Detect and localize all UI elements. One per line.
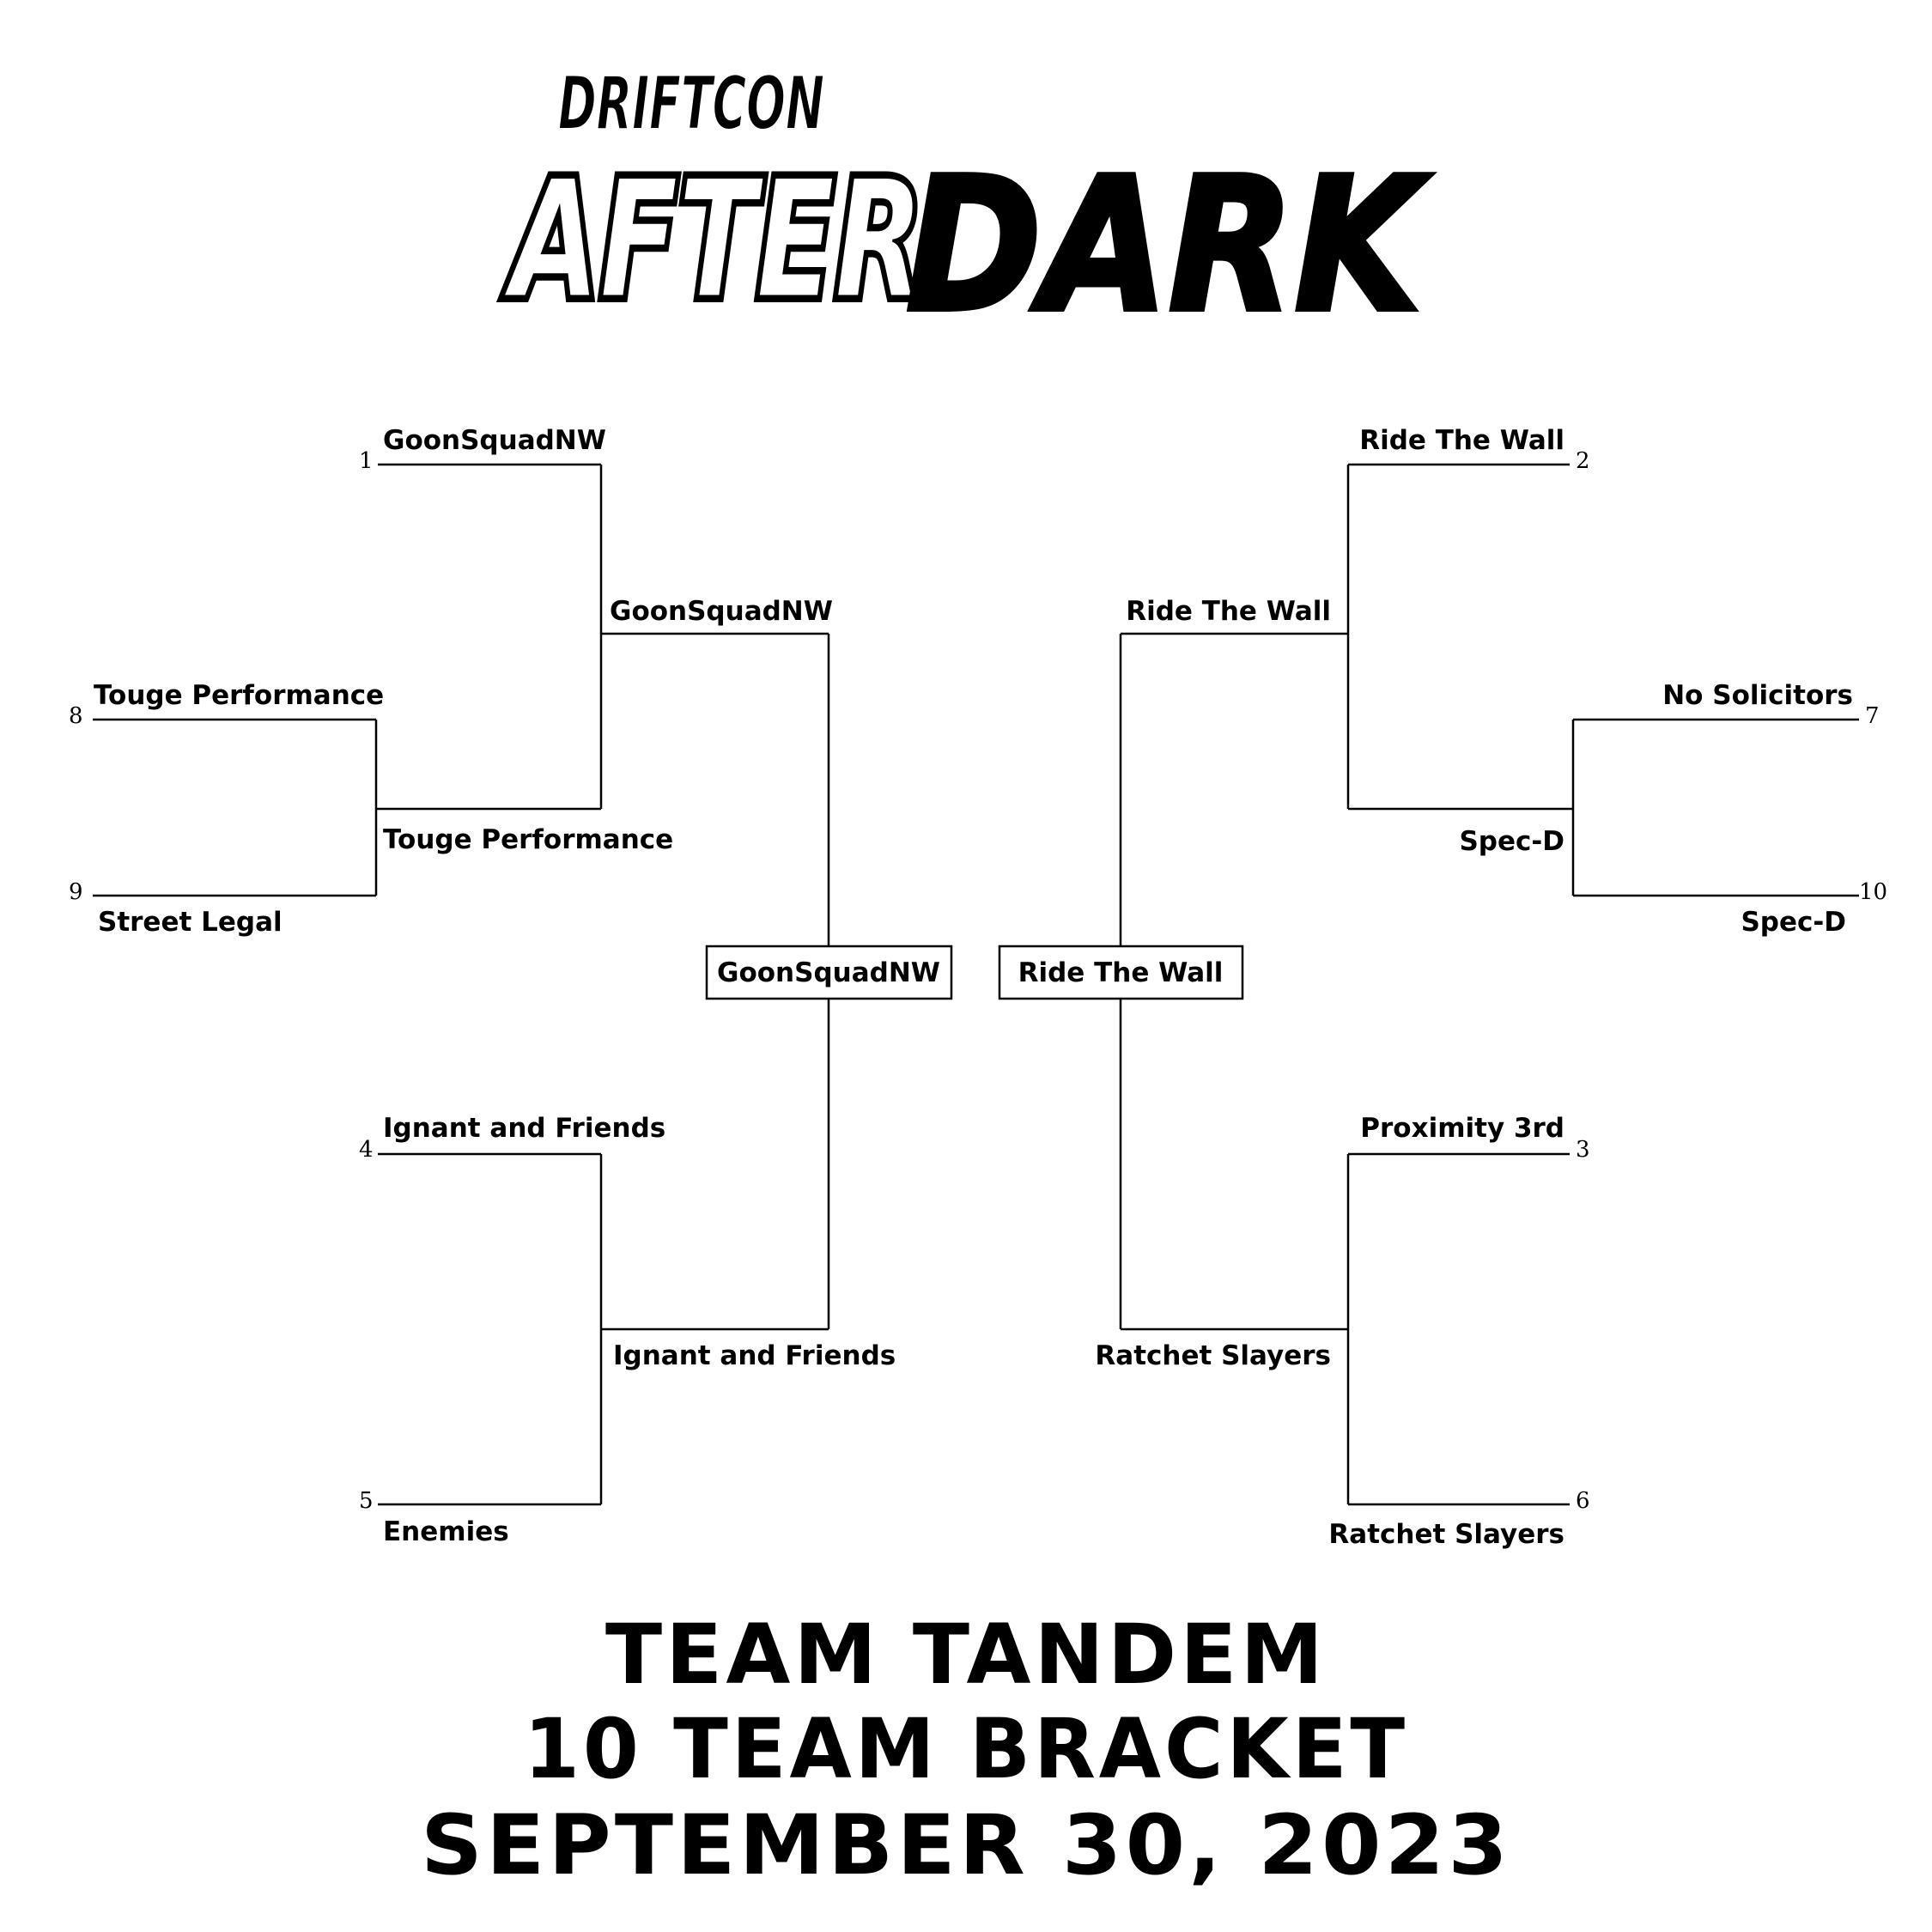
logo-left-word-inline: AFTER bbox=[503, 145, 923, 335]
seed-number: 2 bbox=[1576, 448, 1590, 474]
team-label: Ride The Wall bbox=[1126, 596, 1331, 627]
team-label: Touge Performance bbox=[94, 680, 384, 711]
team-label: Spec-D bbox=[1741, 907, 1846, 938]
left-team-names: GoonSquadNW Touge Performance Street Leg… bbox=[94, 425, 940, 1547]
logo-top-word: DRIFTCON bbox=[558, 61, 824, 147]
event-title-line-2: 10 TEAM BRACKET bbox=[524, 1701, 1408, 1797]
team-label: Ignant and Friends bbox=[383, 1113, 665, 1144]
team-label: Touge Performance bbox=[383, 824, 673, 855]
team-label: Ratchet Slayers bbox=[1095, 1340, 1331, 1371]
seed-number: 4 bbox=[359, 1137, 374, 1163]
team-label: GoonSquadNW bbox=[610, 596, 833, 627]
team-label: Ignant and Friends bbox=[613, 1340, 896, 1371]
seed-number: 9 bbox=[69, 879, 83, 905]
team-label: Ratchet Slayers bbox=[1328, 1519, 1564, 1550]
right-finalist-label: Ride The Wall bbox=[1018, 957, 1224, 988]
left-finalist-label: GoonSquadNW bbox=[717, 957, 940, 988]
team-label: Street Legal bbox=[98, 907, 283, 938]
seed-numbers: 1 8 9 4 5 2 7 10 3 6 bbox=[69, 448, 1887, 1514]
team-label: Proximity 3rd bbox=[1360, 1113, 1564, 1144]
seed-number: 1 bbox=[359, 448, 374, 474]
team-label: GoonSquadNW bbox=[383, 425, 606, 456]
driftcon-logo: DRIFTCON AFTER AFTER DARK bbox=[497, 60, 1434, 355]
bracket-lines bbox=[93, 463, 1859, 1506]
right-team-names: Ride The Wall No Solicitors Spec-D Spec-… bbox=[1018, 425, 1853, 1550]
event-title-line-1: TEAM TANDEM bbox=[605, 1607, 1327, 1703]
seed-number: 8 bbox=[69, 703, 83, 729]
left-finalist-box bbox=[705, 945, 953, 1000]
seed-number: 5 bbox=[359, 1488, 374, 1514]
event-title: TEAM TANDEM 10 TEAM BRACKET SEPTEMBER 30… bbox=[421, 1607, 1511, 1893]
team-label: Ride The Wall bbox=[1359, 425, 1564, 456]
right-finalist-box bbox=[998, 945, 1244, 1000]
seed-number: 7 bbox=[1865, 703, 1880, 729]
event-title-line-3: SEPTEMBER 30, 2023 bbox=[421, 1797, 1511, 1893]
logo-right-word: DARK bbox=[906, 137, 1431, 353]
seed-number: 10 bbox=[1859, 879, 1887, 905]
team-label: Spec-D bbox=[1459, 826, 1564, 857]
seed-number: 6 bbox=[1576, 1488, 1590, 1514]
logo-left-word: AFTER bbox=[503, 145, 923, 335]
seed-number: 3 bbox=[1576, 1137, 1590, 1163]
team-label: Enemies bbox=[383, 1516, 509, 1547]
team-label: No Solicitors bbox=[1662, 680, 1853, 711]
